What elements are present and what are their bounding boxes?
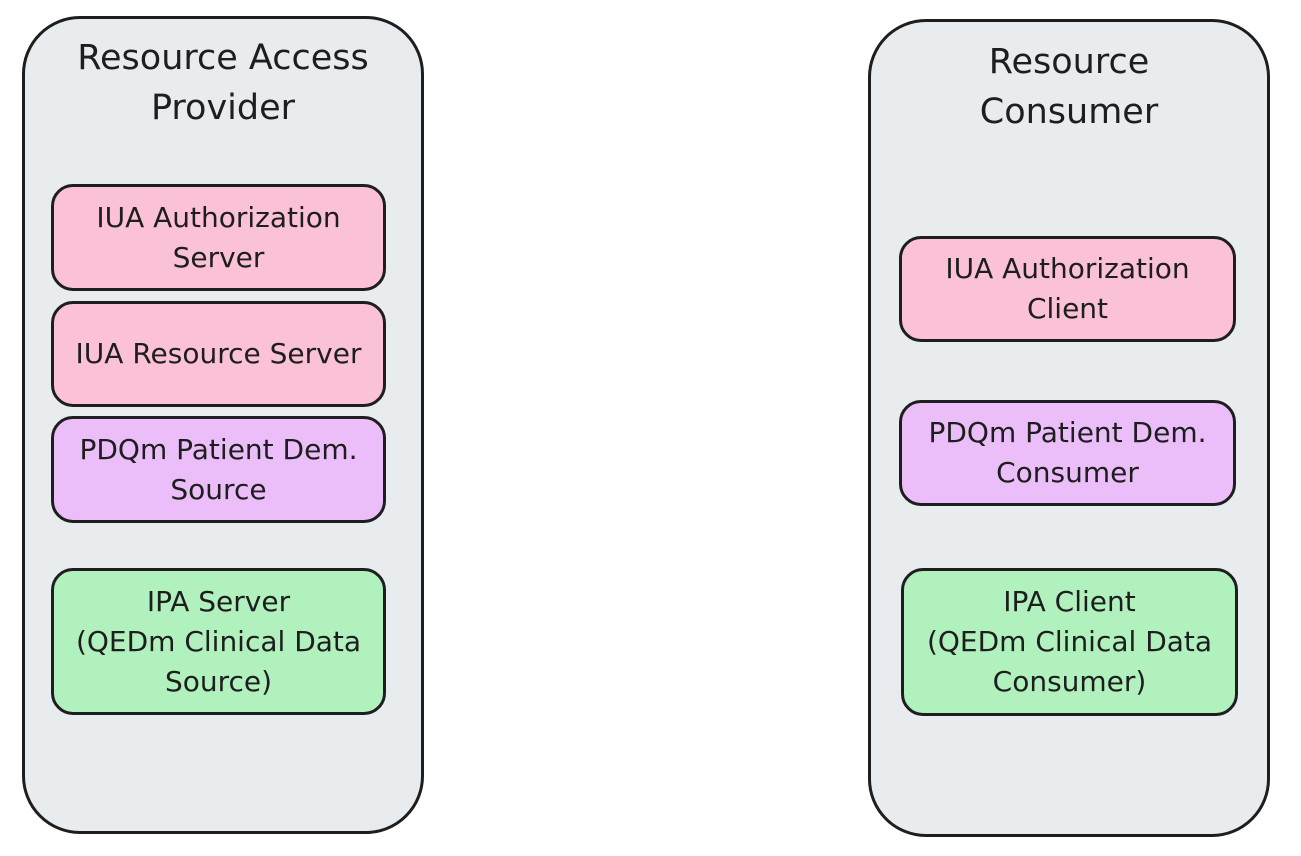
ipa-server-label: IPA Server (QEDm Clinical Data Source): [75, 584, 362, 698]
iua-authorization-client-box: IUA Authorization Client: [899, 236, 1236, 342]
pdqm-patient-dem-source-label: PDQm Patient Dem. Source: [79, 432, 358, 506]
consumer-group-title: Resource Consumer: [979, 42, 1159, 132]
iua-authorization-server-label: IUA Authorization Server: [96, 200, 341, 274]
pdqm-patient-dem-consumer-box: PDQm Patient Dem. Consumer: [899, 400, 1236, 506]
iua-authorization-server-box: IUA Authorization Server: [51, 184, 386, 291]
ipa-server-box: IPA Server (QEDm Clinical Data Source): [51, 568, 386, 715]
iua-resource-server-box: IUA Resource Server: [51, 301, 386, 407]
pdqm-patient-dem-consumer-label: PDQm Patient Dem. Consumer: [928, 416, 1207, 489]
iua-authorization-client-label: IUA Authorization Client: [945, 252, 1190, 325]
provider-group-title: Resource Access Provider: [77, 38, 369, 128]
iua-resource-server-label: IUA Resource Server: [75, 337, 362, 370]
ipa-client-box: IPA Client (QEDm Clinical Data Consumer): [901, 568, 1238, 716]
pdqm-patient-dem-source-box: PDQm Patient Dem. Source: [51, 416, 386, 523]
ipa-client-label: IPA Client (QEDm Clinical Data Consumer): [926, 585, 1213, 698]
